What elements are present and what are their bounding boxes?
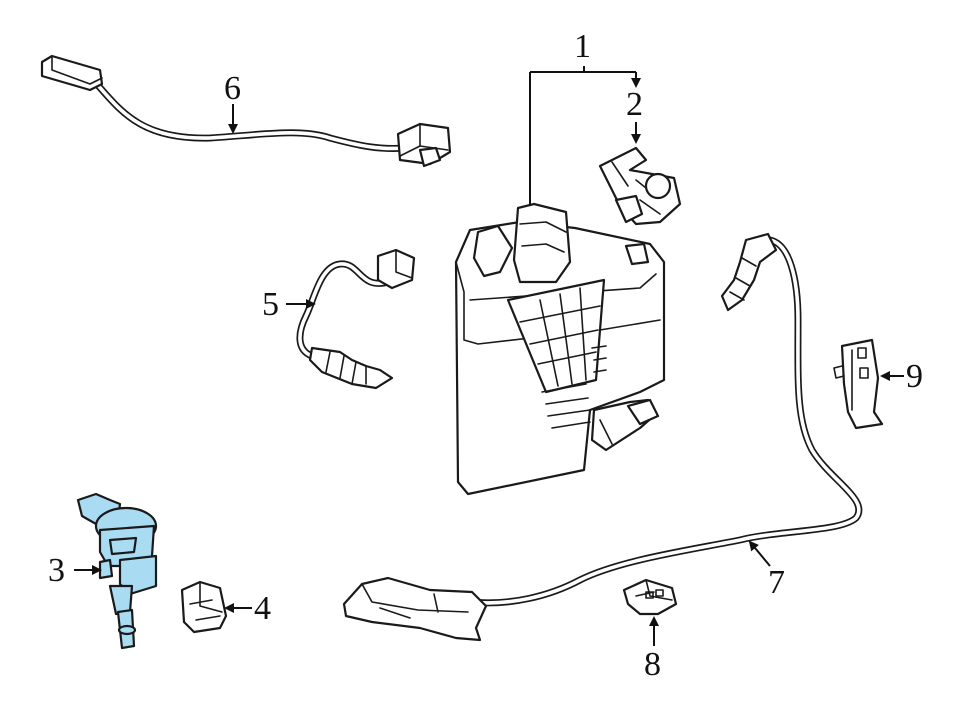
part-9-bracket — [833, 338, 884, 430]
part-2-bracket — [598, 146, 682, 226]
callout-label-1: 1 — [574, 28, 591, 65]
callout-label-5: 5 — [262, 286, 279, 323]
callout-label-4: 4 — [254, 590, 271, 627]
callout-label-7: 7 — [768, 564, 785, 601]
callout-label-2: 2 — [626, 86, 643, 123]
callout-arrows — [74, 66, 904, 646]
part-4-connector — [180, 580, 228, 634]
callout-label-8: 8 — [644, 646, 661, 683]
callout-label-3: 3 — [48, 552, 65, 589]
part-7-sensor-cable — [342, 232, 863, 642]
part-8-bracket — [622, 578, 678, 616]
part-3-valve — [76, 492, 158, 650]
part-1-canister — [454, 202, 666, 496]
callout-label-6: 6 — [224, 70, 241, 107]
part-6-cable — [40, 54, 452, 168]
callout-label-9: 9 — [906, 358, 923, 395]
part-5-sensor — [296, 248, 416, 390]
